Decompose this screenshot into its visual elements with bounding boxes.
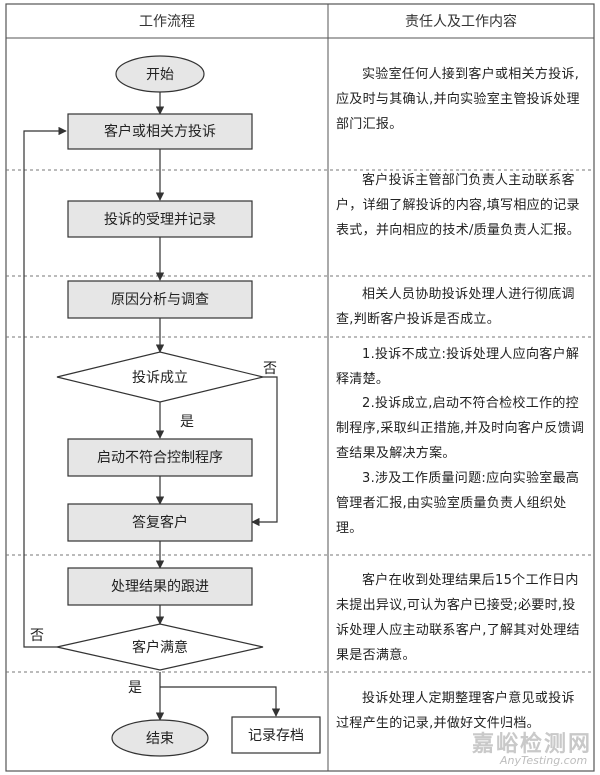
description-8: 投诉处理人定期整理客户意见或投诉过程产生的记录,并做好文件归档。 (336, 691, 575, 731)
header-responsibility: 责任人及工作内容 (405, 13, 517, 30)
watermark-site: AnyTesting.com (500, 754, 588, 767)
description-7: 客户在收到处理结果后15个工作日内未提出异议,可认为客户已接受;必要时,投诉处理… (336, 573, 580, 663)
description-6: 3.涉及工作质量问题:应向实验室最高管理者汇报,由实验室质量负责人组织处理。 (336, 471, 580, 536)
description-4: 1.投诉不成立:投诉处理人应向客户解释清楚。 (336, 347, 580, 387)
description-1: 实验室任何人接到客户或相关方投诉,应及时与其确认,并向实验室主管投诉处理部门汇报… (336, 67, 580, 132)
node-end: 结束 (111, 719, 209, 757)
node-followup-label: 处理结果的跟进 (111, 579, 209, 595)
node-accept: 投诉的受理并记录 (67, 200, 253, 238)
node-complaint: 客户或相关方投诉 (67, 113, 253, 150)
node-control: 启动不符合控制程序 (67, 438, 253, 477)
description-5: 2.投诉成立,启动不符合检校工作的控制程序,采取纠正措施,并及时向客户反馈调查结… (336, 396, 585, 461)
node-satisfied: 客户满意 (56, 623, 264, 671)
node-decision-label: 投诉成立 (132, 370, 188, 386)
description-2: 客户投诉主管部门负责人主动联系客户，详细了解投诉的内容,填写相应的记录表式，并向… (336, 173, 581, 238)
edge-label-yes-1: 是 (180, 414, 194, 430)
watermark-logo: 嘉峪检测网 (472, 732, 593, 757)
edge-label-no-2: 否 (30, 628, 44, 644)
table-border (5, 3, 595, 772)
edge-label-yes-2: 是 (128, 680, 142, 696)
node-analysis: 原因分析与调查 (67, 280, 253, 319)
node-start-label: 开始 (146, 67, 174, 83)
node-start: 开始 (115, 55, 205, 93)
header-workflow: 工作流程 (139, 14, 195, 30)
node-archive: 记录存档 (231, 716, 321, 754)
node-reply: 答复客户 (67, 503, 253, 542)
section-separators (6, 169, 594, 673)
description-3: 相关人员协助投诉处理人进行彻底调查,判断客户投诉是否成立。 (336, 287, 575, 327)
node-analysis-label: 原因分析与调查 (111, 292, 209, 308)
node-end-label: 结束 (146, 731, 174, 747)
node-accept-label: 投诉的受理并记录 (104, 212, 216, 228)
node-reply-label: 答复客户 (132, 514, 188, 531)
node-control-label: 启动不符合控制程序 (97, 450, 223, 466)
node-decision: 投诉成立 (56, 351, 264, 403)
flow-edges (23, 92, 281, 721)
node-followup: 处理结果的跟进 (67, 567, 253, 606)
node-satisfied-label: 客户满意 (132, 639, 188, 656)
node-archive-label: 记录存档 (248, 728, 304, 744)
edge-label-no-1: 否 (263, 361, 277, 377)
node-complaint-label: 客户或相关方投诉 (104, 123, 216, 140)
